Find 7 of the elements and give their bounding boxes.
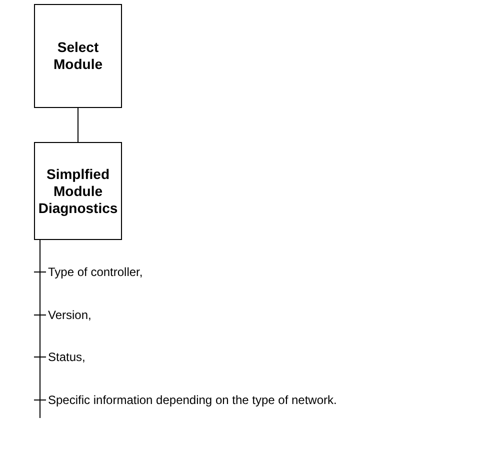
list-item-text: Specific information depending on the type of network. [48, 392, 337, 408]
list-item-text: Version, [48, 307, 92, 323]
process-box: Simplfied Module Diagnostics [34, 142, 122, 240]
process-box: Select Module [34, 4, 122, 108]
list-item-text: Status, [48, 349, 86, 365]
list-item-text: Type of controller, [48, 264, 143, 280]
connector-line [40, 240, 46, 400]
